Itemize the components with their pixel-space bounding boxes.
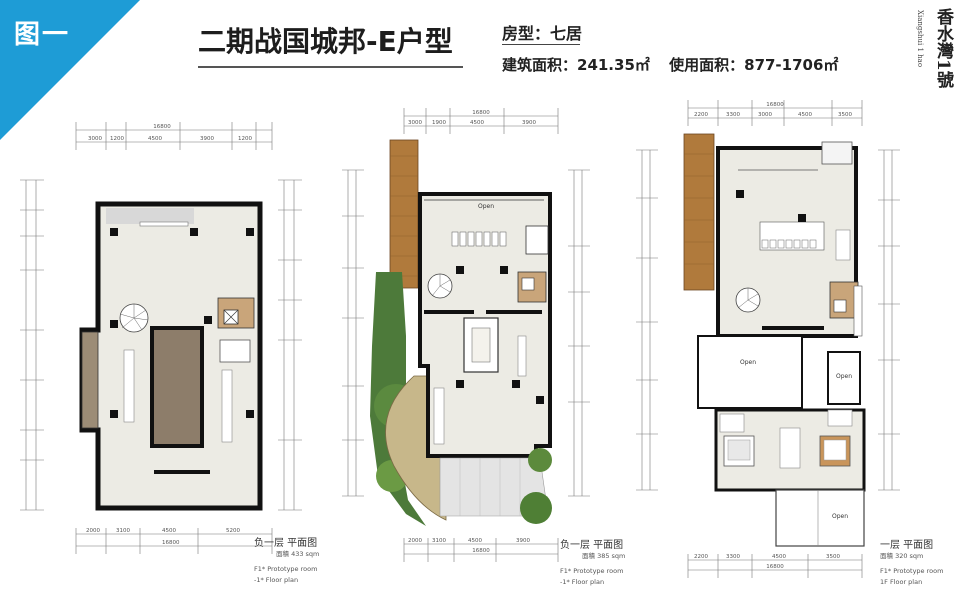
basement-bottom-total: 16800 (162, 540, 180, 546)
floor2-top-total: 16800 (766, 102, 784, 108)
floor1-plan: 16800 3000 1900 4500 3900 (336, 96, 606, 594)
floor1-title: 负一层 平面图 (560, 540, 624, 551)
basement-top-dim-4: 3900 (200, 136, 214, 142)
basement-plan: 16800 3000 1200 4500 3900 1200 (10, 110, 320, 590)
basement-bottom-dim-4: 5200 (226, 528, 240, 534)
use-area: 使用面积：877-1706㎡ (669, 56, 839, 74)
floor2-en2: 1F Floor plan (880, 578, 923, 586)
floor2-bottom-dim-4: 3500 (826, 554, 840, 560)
floor2-bottom-dim-1: 2200 (694, 554, 708, 560)
floor2-top-dim-4: 4500 (798, 112, 812, 118)
basement-caption: 负一层 平面图 面積 433 sqm F1* Prototype room -1… (254, 538, 319, 586)
floor2-open-label-2: Open (836, 373, 852, 380)
corner-badge (0, 0, 140, 140)
floor1-top-dim-4: 3900 (522, 120, 536, 126)
floor1-bottom-dim-3: 4500 (468, 538, 482, 544)
floor1-bottom-dim-4: 3900 (516, 538, 530, 544)
floor2-title: 一层 平面图 (880, 540, 934, 551)
floor1-bottom-total: 16800 (472, 548, 490, 554)
basement-bottom-dim-3: 4500 (162, 528, 176, 534)
floor2-top-dim-1: 2200 (694, 112, 708, 118)
floor2-open-label-1: Open (740, 359, 756, 366)
basement-top-dim-1: 3000 (88, 136, 102, 142)
floor1-top-total: 16800 (472, 110, 490, 116)
floor1-en2: -1* Floor plan (560, 578, 605, 586)
floor2-plan-drawing: 16800 2200 3300 3000 4500 3500 (636, 100, 900, 578)
floor1-area: 面積 385 sqm (582, 552, 626, 560)
floor1-caption: 负一层 平面图 面積 385 sqm F1* Prototype room -1… (560, 540, 625, 588)
floor2-top-dim-3: 3000 (758, 112, 772, 118)
room-type-underline (502, 44, 580, 45)
floor2-bottom-dim-3: 4500 (772, 554, 786, 560)
floor2-top-dim-2: 3300 (726, 112, 740, 118)
page-title: 二期战国城邦-E户型 (198, 25, 453, 58)
floor1-top-dim-1: 3000 (408, 120, 422, 126)
floor2-area: 面積 320 sqm (880, 552, 924, 560)
brand-logo: 香水灣1號 Xiangshui 1 hao (916, 6, 953, 124)
build-area: 建筑面积：241.35㎡ (502, 56, 650, 74)
basement-en1: F1* Prototype room (254, 565, 318, 573)
floor1-plan-drawing: 16800 3000 1900 4500 3900 (342, 108, 590, 562)
basement-top-dim-5: 1200 (238, 136, 252, 142)
floor2-bottom-total: 16800 (766, 564, 784, 570)
floor2-open-label-3: Open (832, 513, 848, 520)
floor2-plan: 16800 2200 3300 3000 4500 3500 (628, 90, 918, 594)
floor1-bottom-dim-2: 3100 (432, 538, 446, 544)
floor1-en1: F1* Prototype room (560, 567, 624, 575)
basement-top-total: 16800 (153, 124, 171, 130)
basement-bottom-dim-1: 2000 (86, 528, 100, 534)
basement-top-dim-2: 1200 (110, 136, 124, 142)
floor2-bottom-dim-2: 3300 (726, 554, 740, 560)
basement-en2: -1* Floor plan (254, 576, 299, 584)
basement-area: 面積 433 sqm (276, 550, 320, 558)
logo-name: 香水灣1號 (933, 8, 953, 88)
floor1-top-dim-2: 1900 (432, 120, 446, 126)
floor1-open-label: Open (478, 203, 494, 210)
logo-pinyin: Xiangshui 1 hao (916, 10, 924, 68)
floor2-en1: F1* Prototype room (880, 567, 944, 575)
floor1-top-dim-3: 4500 (470, 120, 484, 126)
floor2-top-dim-5: 3500 (838, 112, 852, 118)
room-type: 房型：七居 (502, 24, 583, 43)
basement-plan-drawing: 16800 3000 1200 4500 3900 1200 (20, 122, 302, 554)
basement-top-dim-3: 4500 (148, 136, 162, 142)
floor1-bottom-dim-1: 2000 (408, 538, 422, 544)
floor2-caption: 一层 平面图 面積 320 sqm F1* Prototype room 1F … (880, 540, 943, 588)
title-underline (198, 66, 463, 68)
badge-label: 图一 (14, 20, 71, 50)
area-specs: 建筑面积：241.35㎡ 使用面积：877-1706㎡ (502, 54, 852, 75)
basement-bottom-dim-2: 3100 (116, 528, 130, 534)
basement-title: 负一层 平面图 (254, 538, 318, 549)
